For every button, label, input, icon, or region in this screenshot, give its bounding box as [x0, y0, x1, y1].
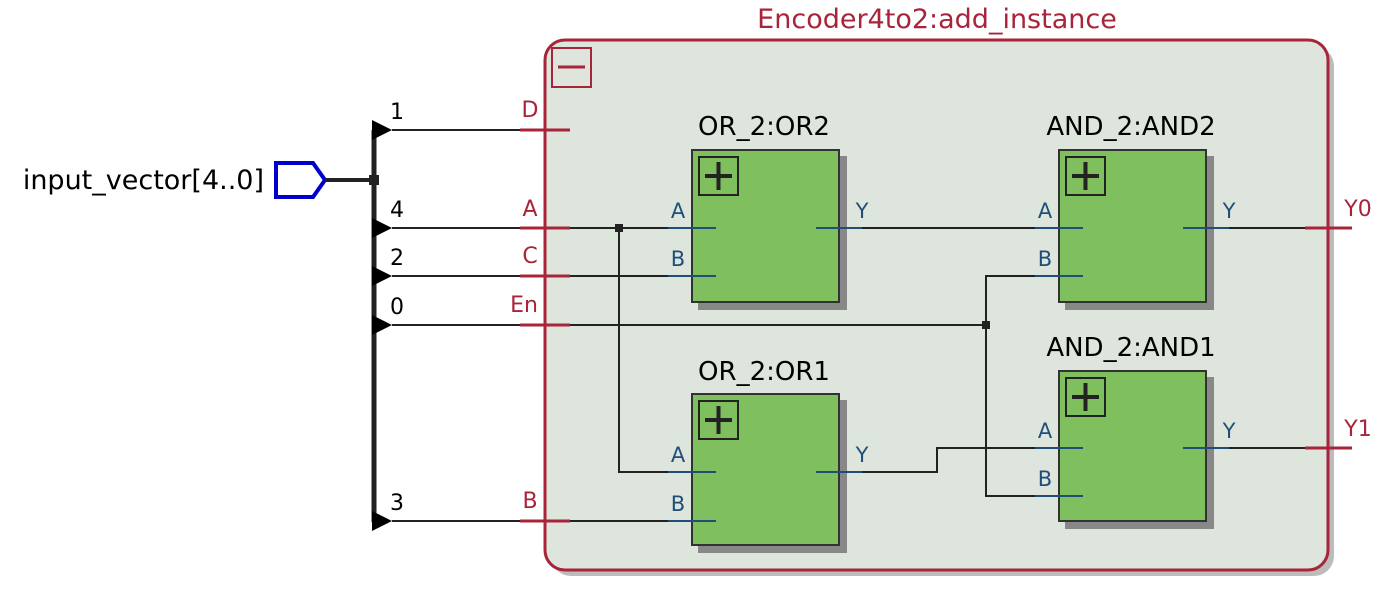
port-label-y1: Y1	[1343, 417, 1371, 442]
bus-tap-label: 3	[390, 491, 404, 516]
pin-label-y: Y	[855, 199, 869, 223]
net-junction	[982, 321, 990, 329]
and2-pin-stubs	[1035, 227, 1229, 277]
pin-label-y: Y	[855, 443, 869, 467]
pin-label-b: B	[671, 492, 685, 516]
plus-icon	[1072, 383, 1099, 411]
pin-label-a: A	[1038, 199, 1053, 223]
block-title-or2: OR_2:OR2	[698, 112, 830, 142]
collapse-button[interactable]	[551, 47, 592, 88]
expand-button-and2[interactable]	[1065, 156, 1106, 196]
pin-label-a: A	[671, 199, 686, 223]
port-label-d: D	[522, 98, 539, 123]
plus-icon	[1072, 162, 1099, 190]
instance-title: Encoder4to2:add_instance	[757, 4, 1117, 35]
expand-button-or2[interactable]	[698, 156, 739, 196]
pin-label-a: A	[1038, 419, 1053, 443]
port-label-en: En	[510, 293, 538, 318]
port-label-c: C	[522, 244, 537, 269]
plus-icon	[705, 162, 732, 190]
input-pin[interactable]	[274, 161, 328, 199]
bus-tap-label: 4	[390, 198, 404, 223]
and1-pin-stubs	[1035, 447, 1229, 497]
block-title-and2: AND_2:AND2	[1046, 112, 1215, 142]
block-title-and1: AND_2:AND1	[1046, 333, 1215, 363]
port-label-y0: Y0	[1343, 197, 1371, 222]
pin-label-a: A	[671, 443, 686, 467]
pin-label-b: B	[1038, 467, 1052, 491]
or2-pin-stubs	[668, 227, 862, 277]
expand-button-and1[interactable]	[1065, 377, 1106, 417]
bus-tap-label: 2	[390, 246, 404, 271]
net-junction	[615, 224, 623, 232]
bus-tap-label: 1	[390, 100, 404, 125]
plus-icon	[705, 406, 732, 434]
port-label-a: A	[522, 197, 537, 222]
port-stubs	[520, 128, 1352, 523]
pin-label-y: Y	[1222, 419, 1236, 443]
pin-label-y: Y	[1222, 199, 1236, 223]
block-title-or1: OR_2:OR1	[698, 357, 830, 387]
pin-label-b: B	[671, 247, 685, 271]
expand-button-or1[interactable]	[698, 400, 739, 440]
input-port-label: input_vector[4..0]	[23, 165, 264, 196]
bus-tap-label: 0	[390, 295, 404, 320]
pin-label-b: B	[1038, 247, 1052, 271]
port-label-b: B	[522, 489, 537, 514]
bus-tap-arrows	[372, 120, 392, 531]
or1-pin-stubs	[668, 471, 862, 522]
